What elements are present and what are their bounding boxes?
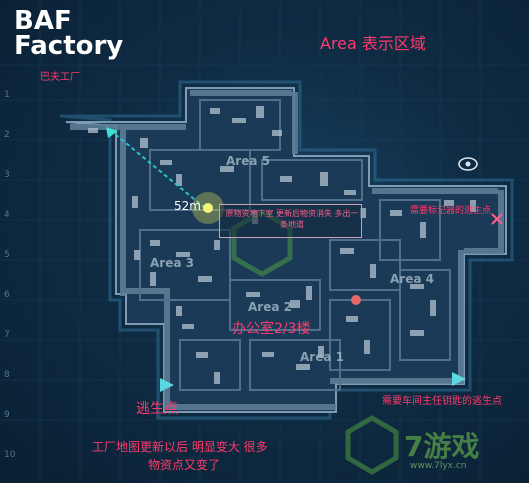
map-subtitle: 巴夫工厂 <box>40 72 80 83</box>
row-label: 10 <box>4 450 16 460</box>
objective-marker-icon <box>203 203 213 213</box>
summary-line2: 物资点又变了 <box>148 458 221 472</box>
area-label-1: Area 1 <box>300 350 344 364</box>
row-label: 9 <box>4 410 10 420</box>
summary-line1: 工厂地图更新以后 明显变大 很多 <box>92 440 268 454</box>
player-arrow-icon <box>106 127 118 138</box>
row-label: 7 <box>4 330 10 340</box>
area-caption: Area 表示区域 <box>320 34 426 53</box>
area-label-4: Area 4 <box>390 272 434 286</box>
marked-escape-label: 需要标记器的逃生点 <box>410 206 492 216</box>
area-label-2: Area 2 <box>248 300 292 314</box>
basement-note-box <box>219 204 362 238</box>
row-label: 6 <box>4 290 10 300</box>
watermark-brand: 7游戏 <box>404 430 480 463</box>
office-floor-label: 办公室2/3楼 <box>232 321 311 337</box>
row-label: 2 <box>4 130 10 140</box>
key-escape-label: 需要车间主任钥匙的逃生点 <box>382 396 502 407</box>
area-label-3: Area 3 <box>150 256 194 270</box>
basement-note: 原物资地下室 更新后物资消失 多出一条地道 <box>225 209 359 229</box>
escape-marker-icon <box>160 378 174 392</box>
key-escape-marker-icon <box>452 372 466 386</box>
row-label: 3 <box>4 170 10 180</box>
row-label: 5 <box>4 250 10 260</box>
escape-point-label: 逃生点 <box>136 401 178 417</box>
eye-icon <box>458 157 478 171</box>
row-label: 8 <box>4 370 10 380</box>
map-title-line2: Factory <box>14 31 124 61</box>
flag-icon <box>351 295 361 305</box>
distance-readout: 52m <box>174 199 201 213</box>
map-title-line1: BAF <box>14 6 72 36</box>
watermark-url: www.7lyx.cn <box>410 461 467 471</box>
row-label: 1 <box>4 90 10 100</box>
row-label: 4 <box>4 210 10 220</box>
area-label-5: Area 5 <box>226 154 270 168</box>
marked-escape-icon <box>491 213 503 225</box>
